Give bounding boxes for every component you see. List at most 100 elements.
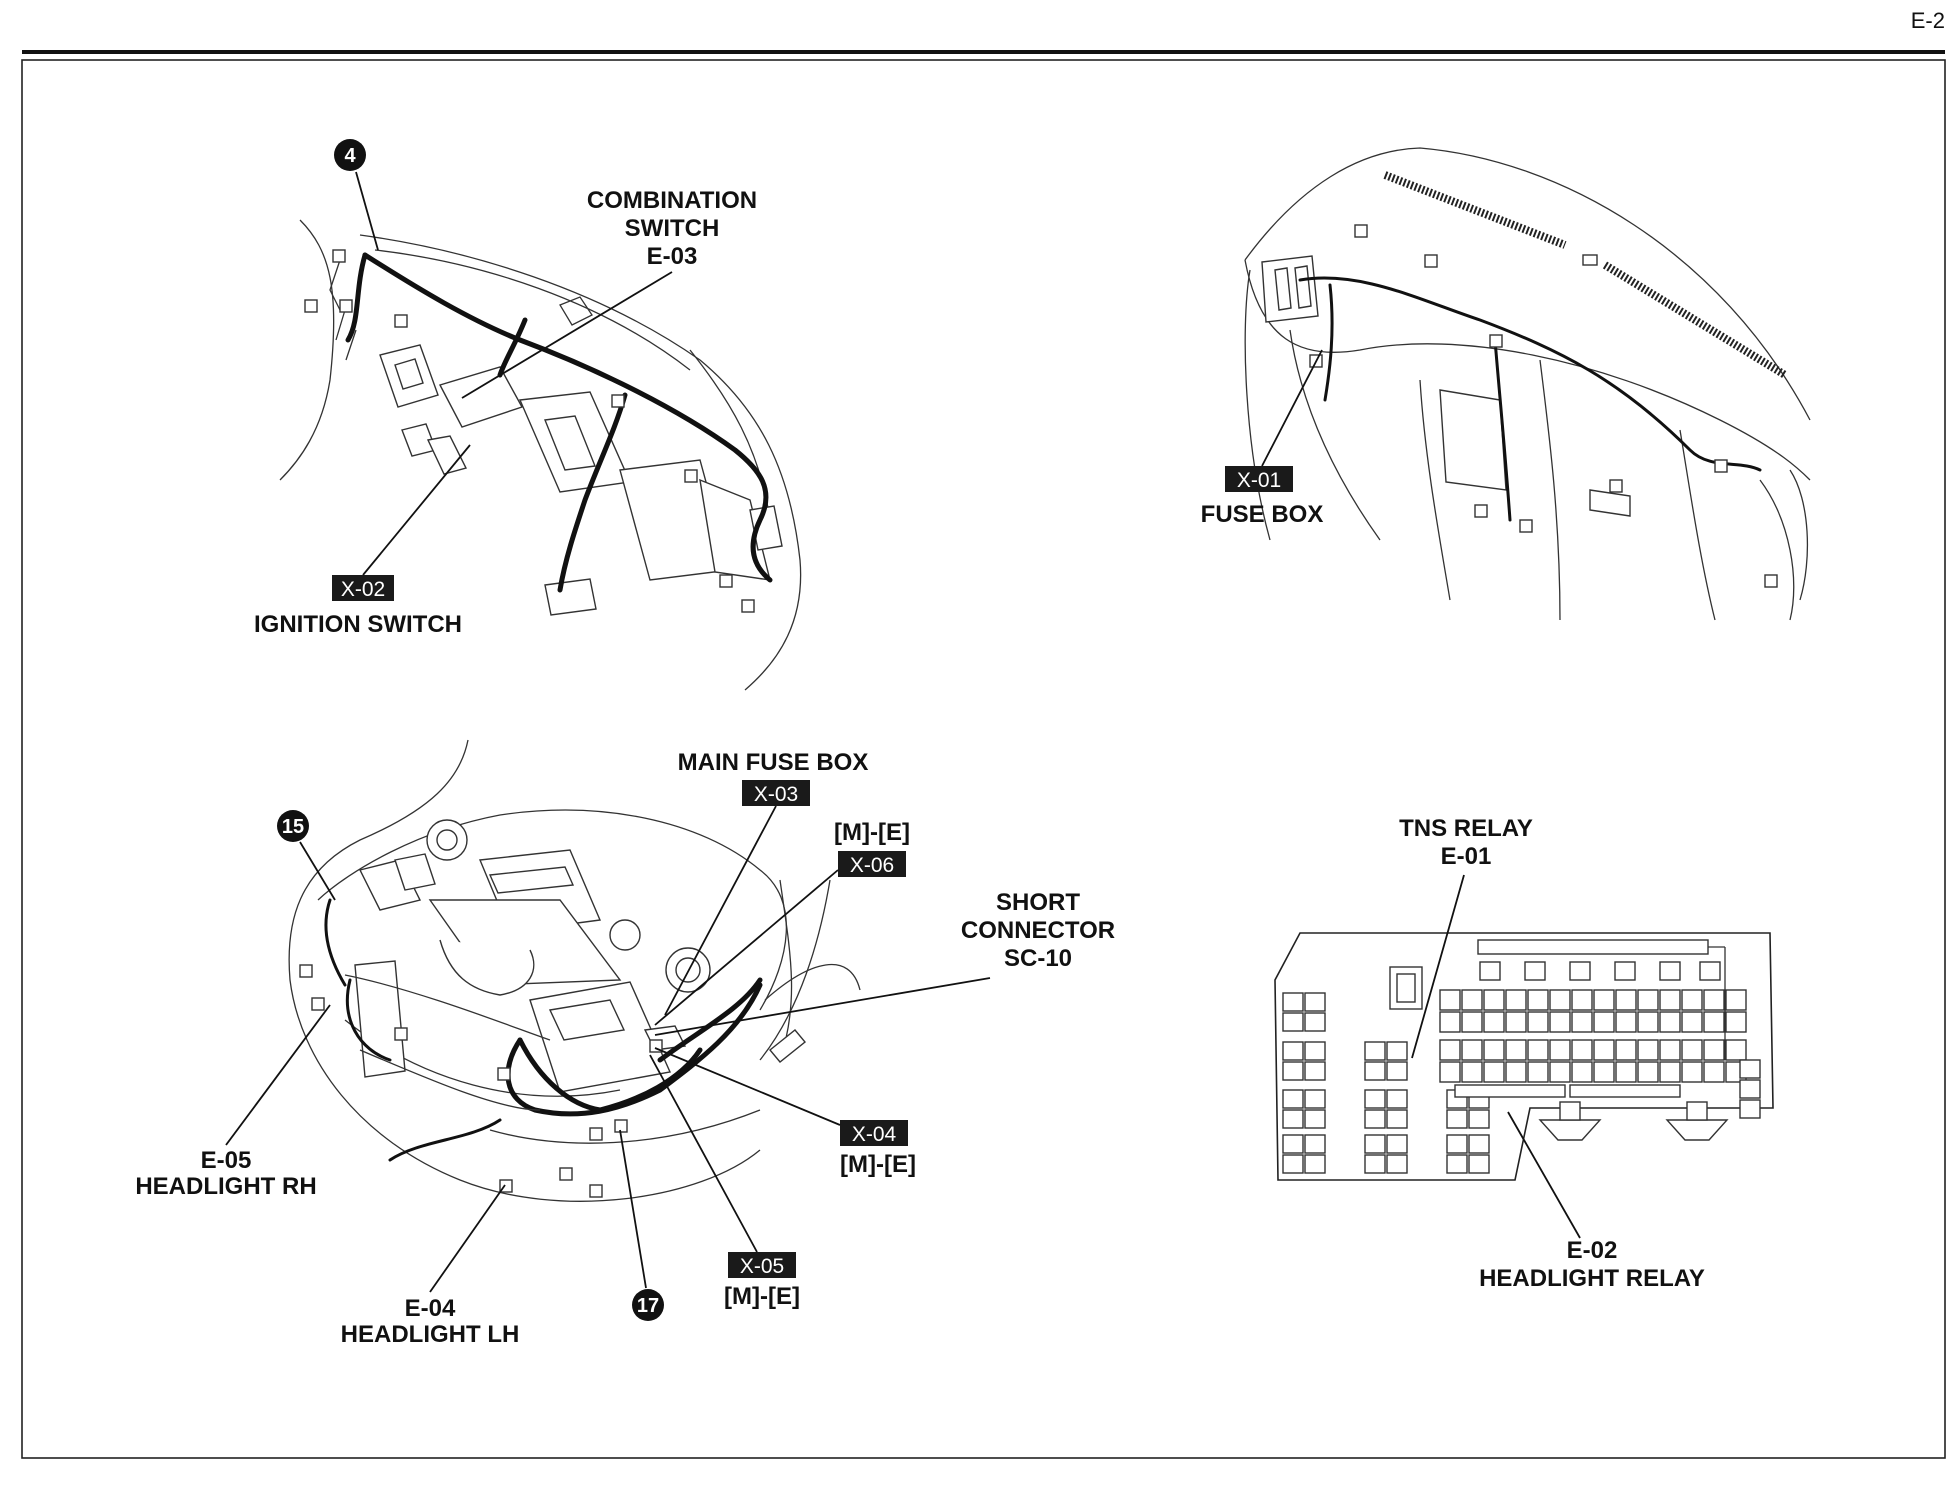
fuse-cell bbox=[1461, 989, 1483, 1011]
relay-grid bbox=[1282, 961, 1761, 1174]
callout-4-leader bbox=[355, 171, 379, 251]
fuse-cell bbox=[1505, 1039, 1527, 1061]
fuse-cell bbox=[1549, 1061, 1571, 1083]
headlight-relay-leader bbox=[1507, 1111, 1581, 1239]
fuse-cell bbox=[1571, 1011, 1593, 1033]
relay-cell bbox=[1282, 1041, 1304, 1061]
fuse-cell bbox=[1527, 989, 1549, 1011]
relay-cell bbox=[1304, 1109, 1326, 1129]
fuse-cell bbox=[1659, 989, 1681, 1011]
fuse-cell bbox=[1681, 1039, 1703, 1061]
fuse-cell bbox=[1524, 961, 1546, 981]
relay-cell bbox=[1282, 992, 1304, 1012]
tag-x01-label: X-01 bbox=[1237, 469, 1281, 492]
relay-cell bbox=[1569, 1084, 1681, 1098]
fuse-cell bbox=[1439, 1039, 1461, 1061]
fuse-cell bbox=[1549, 1039, 1571, 1061]
tag-x04-label: X-04 bbox=[852, 1123, 897, 1146]
fuse-cell bbox=[1527, 1011, 1549, 1033]
fuse-cell bbox=[1739, 1079, 1761, 1099]
fuse-cell bbox=[1637, 1011, 1659, 1033]
relay-cell bbox=[1468, 1134, 1490, 1154]
relay-cell bbox=[1304, 1061, 1326, 1081]
fuse-cell bbox=[1703, 1011, 1725, 1033]
relay-cell bbox=[1282, 1061, 1304, 1081]
fuse-cell bbox=[1659, 1011, 1681, 1033]
tag-x05-box bbox=[728, 1252, 796, 1278]
fuse-cell bbox=[1725, 1039, 1747, 1061]
fuse-cell bbox=[1699, 961, 1721, 981]
relay-cell bbox=[1446, 1134, 1468, 1154]
fuse-cell bbox=[1593, 1061, 1615, 1083]
instrument-panel-drawing bbox=[1244, 147, 1811, 621]
fuse-cell bbox=[1615, 1061, 1637, 1083]
fuse-cell bbox=[1569, 961, 1591, 981]
relay-cell bbox=[1282, 1134, 1304, 1154]
short-connector-label-line1: SHORT bbox=[996, 889, 1080, 916]
tns-relay-label: TNS RELAY bbox=[1399, 815, 1533, 842]
fuse-cell bbox=[1527, 1061, 1549, 1083]
fuse-cell bbox=[1659, 1039, 1681, 1061]
tns-relay-code: E-01 bbox=[1441, 843, 1492, 870]
fuse-cell bbox=[1527, 1039, 1549, 1061]
tag-x03-label: X-03 bbox=[754, 783, 798, 806]
relay-cell bbox=[1446, 1109, 1468, 1129]
tag-x06-box bbox=[838, 851, 906, 877]
fuse-cell bbox=[1615, 1011, 1637, 1033]
callout-17-leader bbox=[619, 1129, 647, 1289]
fuse-cell bbox=[1703, 1039, 1725, 1061]
relay-cell bbox=[1386, 1134, 1408, 1154]
relay-cell bbox=[1304, 1041, 1326, 1061]
fuse-cell bbox=[1739, 1099, 1761, 1119]
relay-cell bbox=[1282, 1154, 1304, 1174]
relay-cell bbox=[1304, 1012, 1326, 1032]
short-connector-label-line2: CONNECTOR bbox=[961, 917, 1115, 944]
relay-cell bbox=[1282, 1109, 1304, 1129]
x05-connector-spec: [M]-[E] bbox=[724, 1283, 800, 1310]
short-connector-leader bbox=[654, 977, 991, 1036]
relay-cell bbox=[1282, 1012, 1304, 1032]
combination-switch-label-line3: E-03 bbox=[647, 243, 698, 270]
fuse-cell bbox=[1593, 1039, 1615, 1061]
short-connector-label-line3: SC-10 bbox=[1004, 945, 1072, 972]
tag-x04-box bbox=[840, 1120, 908, 1146]
relay-cell bbox=[1364, 1109, 1386, 1129]
headlight-lh-label: HEADLIGHT LH bbox=[341, 1321, 520, 1348]
steering-column-drawing bbox=[279, 219, 802, 691]
fuse-cell bbox=[1659, 1061, 1681, 1083]
relay-cell bbox=[1454, 1084, 1566, 1098]
relay-cell bbox=[1446, 1154, 1468, 1174]
tag-x01-box bbox=[1225, 466, 1293, 492]
relay-cell bbox=[1364, 1089, 1386, 1109]
callout-4-label: 4 bbox=[344, 145, 356, 167]
fuse-cell bbox=[1483, 1011, 1505, 1033]
x05-leader bbox=[649, 1054, 758, 1253]
fuse-cell bbox=[1505, 1011, 1527, 1033]
relay-cell bbox=[1364, 1134, 1386, 1154]
callout-15-label: 15 bbox=[282, 816, 304, 838]
fuse-cell bbox=[1593, 989, 1615, 1011]
fuse-cell bbox=[1681, 1061, 1703, 1083]
fuse-cell bbox=[1615, 989, 1637, 1011]
callout-4-marker bbox=[334, 139, 366, 171]
headlight-lh-leader bbox=[429, 1184, 506, 1293]
combination-switch-label-line2: SWITCH bbox=[625, 215, 720, 242]
ignition-switch-leader bbox=[362, 444, 471, 576]
fuse-cell bbox=[1483, 989, 1505, 1011]
fuse-cell bbox=[1505, 1061, 1527, 1083]
fuse-cell bbox=[1461, 1039, 1483, 1061]
relay-cell bbox=[1468, 1109, 1490, 1129]
fuse-cell bbox=[1725, 989, 1747, 1011]
tns-relay-leader bbox=[1411, 874, 1465, 1059]
fuse-cell bbox=[1439, 1061, 1461, 1083]
fuse-cell bbox=[1593, 1011, 1615, 1033]
combination-switch-leader bbox=[461, 271, 673, 399]
fuse-cell bbox=[1549, 1011, 1571, 1033]
relay-cell bbox=[1386, 1089, 1408, 1109]
fuse-cell bbox=[1703, 989, 1725, 1011]
callout-17-label: 17 bbox=[637, 1295, 659, 1317]
relay-cell bbox=[1386, 1154, 1408, 1174]
tag-x02-label: X-02 bbox=[341, 578, 385, 601]
x04-leader bbox=[654, 1047, 841, 1126]
